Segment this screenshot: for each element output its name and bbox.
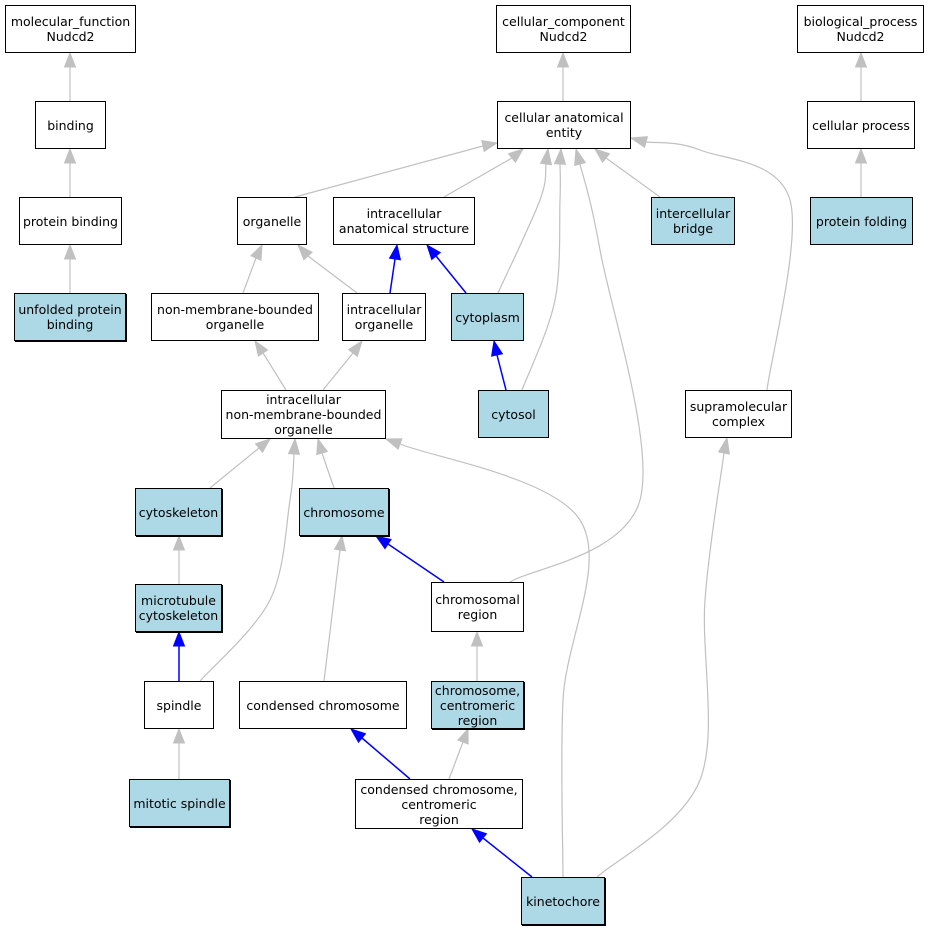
edge-icorg-to-organelle [307,255,358,294]
edge-icorg-to-ias [389,258,396,294]
arrowhead-cytoplasm-to-cae [539,147,553,166]
edge-inmbo-to-icorg [322,352,354,391]
node-supramolecular-complex[interactable]: supramolecular complex [685,390,792,438]
arrowhead-cae-to-cc [556,51,570,68]
edge-kinetochore-to-inmbo [399,443,590,878]
arrowhead-unfolded-to-protbind [63,243,77,260]
arrowhead-inmbo-to-icorg [347,339,363,358]
node-cellular-anatomical-entity[interactable]: cellular anatomical entity [497,101,631,149]
arrowhead-condcent-to-condchrom [349,728,367,744]
node-chromosome-centromeric-region[interactable]: chromosome, centromeric region [431,681,524,729]
arrowhead-supramol-to-cae [629,136,649,149]
arrowhead-mitspindle-to-spindle [172,727,186,744]
node-biological-process[interactable]: biological_process Nudcd2 [797,5,924,53]
node-cellular-process[interactable]: cellular process [807,101,915,149]
edge-kinetochore-to-condcent [482,837,533,878]
node-intracellular-organelle[interactable]: intracellular organelle [342,293,426,341]
arrowhead-icbridge-to-cae [593,148,611,164]
edge-cytoskel-to-inmbo [209,447,260,489]
arrowhead-condcent-to-chromcent [457,727,469,745]
arrowhead-protfold-to-cellproc [854,147,868,164]
arrowhead-spindle-to-mtcytoskel [172,630,186,647]
node-condensed-chromosome-centromeric-region[interactable]: condensed chromosome, centromeric region [355,779,523,829]
edge-inmbo-to-nmbo [262,352,287,391]
edge-kinetochore-to-supramol [596,452,725,878]
edge-chromosome-to-inmbo [321,452,335,489]
node-cytosol[interactable]: cytosol [478,390,549,438]
node-intracellular-anatomical-structure[interactable]: intracellular anatomical structure [333,197,475,245]
edge-chromreg-to-chromosome [387,543,445,583]
arrowhead-chromcent-to-chromreg [470,630,484,647]
node-kinetochore[interactable]: kinetochore [521,877,605,925]
arrowhead-condchrom-to-chromosome [333,534,347,552]
arrowhead-chromosome-to-inmbo [316,437,329,456]
node-binding[interactable]: binding [35,101,106,149]
arrowhead-icorg-to-organelle [297,243,313,261]
arrowhead-kinetochore-to-condcent [470,828,488,844]
edge-cytosol-to-cae [521,163,561,391]
node-organelle[interactable]: organelle [237,197,307,245]
node-molecular-function[interactable]: molecular_function Nudcd2 [5,5,136,53]
arrowhead-inmbo-to-nmbo [254,339,269,357]
edge-ias-to-cae [443,157,513,198]
edge-cytoplasm-to-ias [435,255,467,294]
edge-spindle-to-inmbo [199,453,295,682]
arrowhead-cytoskel-to-inmbo [254,438,272,454]
arrowhead-nmbo-to-organelle [250,243,263,262]
edge-supramol-to-cae [645,141,794,391]
edge-icbridge-to-cae [605,157,661,198]
arrowhead-chromreg-to-cae [574,147,587,167]
edge-condcent-to-chromcent [448,741,464,780]
edge-cytoplasm-to-cae [497,163,547,294]
arrowhead-cytosol-to-cytoplasm [491,339,504,357]
arrowhead-kinetochore-to-supramol [717,436,730,455]
node-chromosome[interactable]: chromosome [299,488,389,536]
node-cytoskeleton[interactable]: cytoskeleton [135,488,222,536]
node-spindle[interactable]: spindle [144,681,214,729]
arrowhead-ias-to-cae [507,148,525,164]
arrowhead-kinetochore-to-inmbo [384,438,403,451]
node-unfolded-protein-binding[interactable]: unfolded protein binding [14,293,126,341]
node-non-membrane-bounded-organelle[interactable]: non-membrane-bounded organelle [151,293,319,341]
arrowhead-cytosol-to-cae [553,147,567,165]
arrowhead-binding-to-mf [63,51,77,68]
edge-cytosol-to-cytoplasm [496,354,507,391]
node-intracellular-non-membrane-bounded-organelle[interactable]: intracellular non-membrane-bounded organ… [221,390,386,439]
arrowhead-chromreg-to-chromosome [374,535,392,550]
node-protein-binding[interactable]: protein binding [19,197,122,245]
arrowhead-icorg-to-ias [388,243,402,261]
node-chromosomal-region[interactable]: chromosomal region [431,582,524,632]
arrowhead-mtcytoskel-to-cytoskel [172,534,186,551]
arrowhead-organelle-to-cae [481,140,499,153]
node-protein-folding[interactable]: protein folding [810,197,913,245]
node-cellular-component[interactable]: cellular_component Nudcd2 [496,5,631,53]
edge-condcent-to-condchrom [361,737,411,780]
edge-condchrom-to-chromosome [323,549,341,682]
node-microtubule-cytoskeleton[interactable]: microtubule cytoskeleton [135,584,222,632]
arrowhead-cytoplasm-to-ias [426,243,442,261]
node-cytoplasm[interactable]: cytoplasm [451,293,524,341]
arrowhead-protbind-to-binding [63,147,77,164]
arrowhead-spindle-to-inmbo [287,437,301,455]
node-condensed-chromosome[interactable]: condensed chromosome [239,681,407,729]
edge-chromreg-to-cae [509,163,644,583]
edge-nmbo-to-organelle [242,257,257,294]
node-mitotic-spindle[interactable]: mitotic spindle [129,779,230,827]
arrowhead-cellproc-to-bp [854,51,868,68]
edge-organelle-to-cae [294,145,484,198]
node-intercellular-bridge[interactable]: intercellular bridge [651,197,735,245]
